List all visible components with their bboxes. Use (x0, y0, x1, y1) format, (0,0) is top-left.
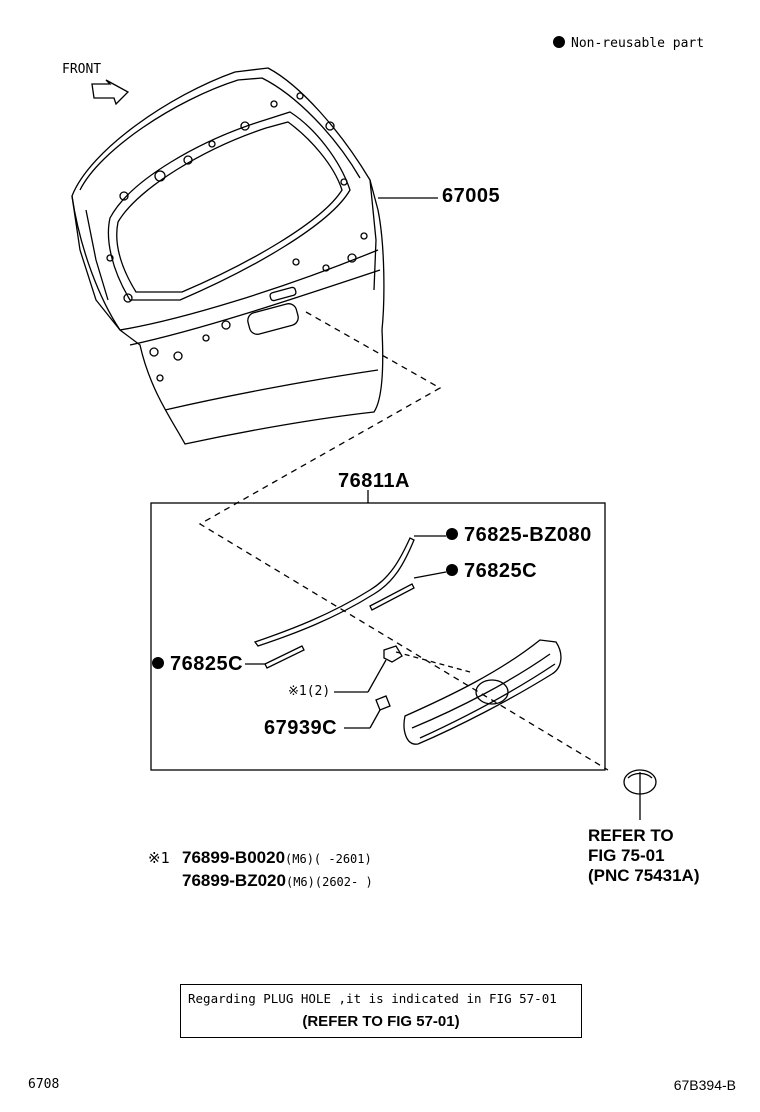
plug-hole-note-box: Regarding PLUG HOLE ,it is indicated in … (180, 984, 582, 1038)
legend-label: Non-reusable part (571, 36, 705, 51)
clip-nut (383, 645, 403, 663)
note-line1: Regarding PLUG HOLE ,it is indicated in … (188, 991, 557, 1006)
refer-line3: (PNC 75431A) (588, 866, 700, 885)
part-76825c-right: 76825C (446, 560, 537, 583)
footnote-mark: ※1 (148, 849, 170, 867)
footnote-row1-spec: (M6)( -2601) (285, 852, 372, 866)
footnote: ※1 76899-B0020(M6)( -2601) 76899-BZ020(M6… (148, 847, 373, 893)
seal-76825c-left (264, 645, 305, 669)
note-ref-qty: ※1(2) (288, 684, 331, 699)
refer-line2: FIG 75-01 (588, 846, 665, 865)
part-76811a: 76811A (338, 470, 410, 492)
front-arrow-icon (91, 79, 130, 106)
part-67005: 67005 (442, 185, 501, 207)
seal-76825-bz080 (253, 537, 415, 647)
part-76825-bz080: 76825-BZ080 (446, 524, 592, 547)
dashed-guide-door (198, 311, 609, 771)
note-line2: (REFER TO FIG 57-01) (302, 1013, 460, 1030)
footer-left-code: 6708 (28, 1077, 60, 1092)
legend-nonreusable: Non-reusable part (553, 35, 705, 51)
garnish-76811a (403, 639, 562, 745)
seal-76825c-right (369, 583, 415, 611)
footnote-row2-spec: (M6)(2602- ) (285, 875, 373, 889)
back-door-panel (71, 67, 385, 445)
footnote-row2-part: 76899-BZ020 (182, 871, 286, 890)
refer-block: REFER TO FIG 75-01 (PNC 75431A) (588, 826, 700, 886)
clip-67939c (375, 695, 391, 711)
part-76825c-left: 76825C (152, 653, 243, 676)
refer-line1: REFER TO (588, 826, 674, 845)
footer-right-code: 67B394-B (673, 1077, 736, 1093)
part-67939c: 67939C (264, 717, 338, 739)
parts-box-76811a (150, 502, 606, 771)
glass-opening (107, 111, 351, 301)
filled-dot-icon (152, 656, 164, 669)
filled-dot-icon (446, 527, 458, 540)
front-label: FRONT (62, 62, 102, 77)
filled-dot-icon (553, 35, 565, 48)
footnote-row1-part: 76899-B0020 (182, 848, 286, 867)
filled-dot-icon (446, 563, 458, 576)
